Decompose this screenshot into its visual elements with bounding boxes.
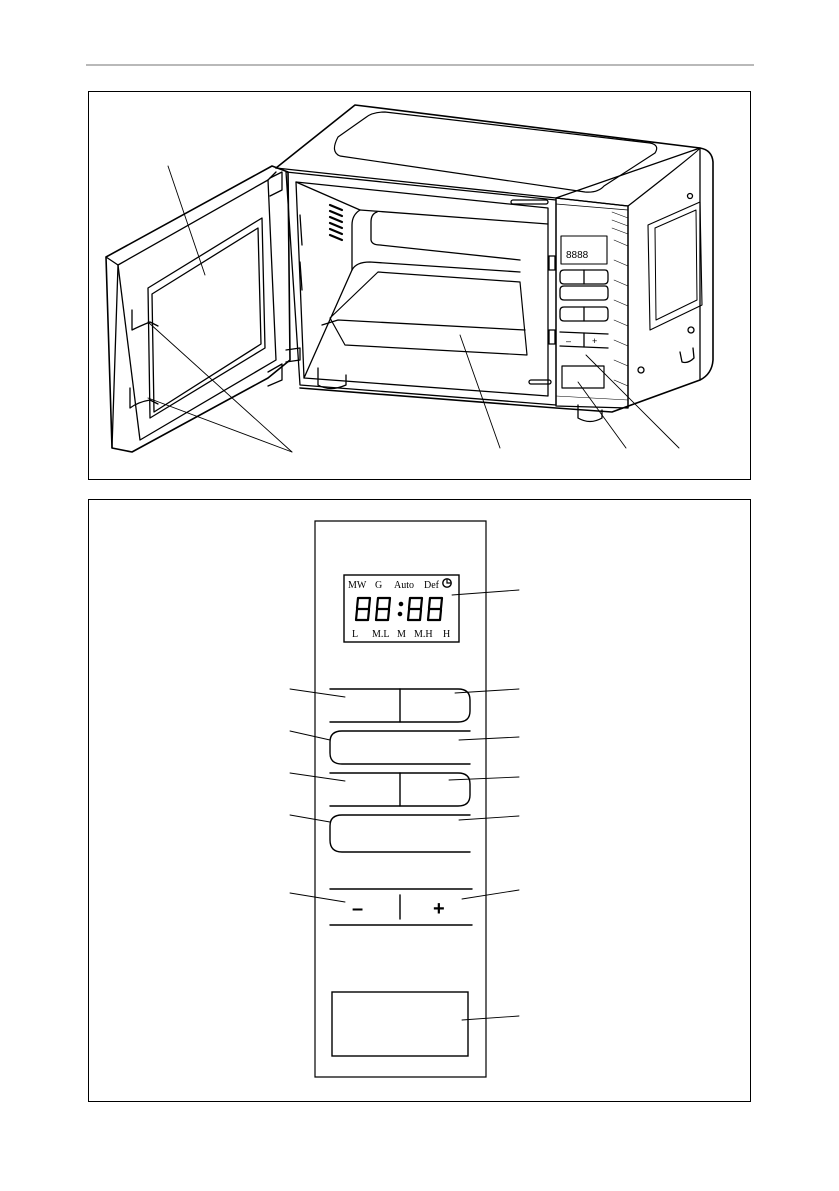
- minus-button-label[interactable]: –: [352, 898, 363, 920]
- indicator-m: M: [397, 629, 406, 640]
- button-row-4[interactable]: [330, 815, 470, 852]
- indicator-auto: Auto: [394, 580, 414, 591]
- leader-lines-right: [449, 590, 519, 1020]
- button-row-1[interactable]: [330, 689, 470, 722]
- indicator-h: H: [443, 629, 450, 640]
- door-release-button[interactable]: [332, 992, 468, 1056]
- indicator-l: L: [352, 629, 358, 640]
- button-row-3[interactable]: [330, 773, 470, 806]
- indicator-mw: MW: [348, 580, 367, 591]
- clock-icon: [443, 579, 451, 587]
- indicator-ml: M.L: [372, 629, 390, 640]
- plus-button-label[interactable]: +: [433, 898, 445, 920]
- indicator-mh: M.H: [414, 629, 433, 640]
- digit-readout: [356, 598, 442, 620]
- button-row-2[interactable]: [330, 731, 470, 764]
- leader-lines-left: [290, 689, 345, 902]
- indicator-def: Def: [424, 580, 440, 591]
- indicator-g: G: [375, 580, 382, 591]
